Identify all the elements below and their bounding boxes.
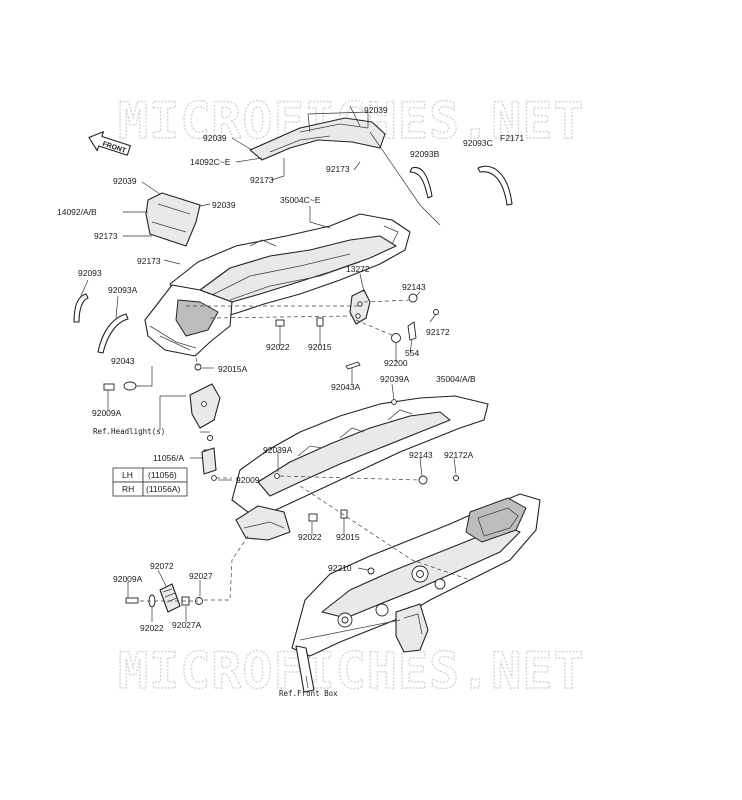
- leader-lines: [79, 105, 457, 689]
- bolt-92043a: [345, 361, 361, 370]
- label-14092c-e: 14092C~E: [190, 157, 231, 167]
- watermark-bottom: MICROFICHES.NET: [118, 642, 585, 700]
- label-92173-d: 92173: [137, 256, 161, 266]
- label-92043a: 92043A: [331, 382, 361, 392]
- label-92039-l3: 92039: [212, 200, 236, 210]
- label-92093a: 92093A: [108, 285, 138, 295]
- collar-92027: [195, 597, 203, 605]
- hardware-bottom-left: [125, 583, 203, 613]
- screw-92039a-a: [391, 399, 397, 405]
- screw-92172a: [453, 475, 459, 481]
- bracket-11056: [201, 447, 217, 481]
- label-92143-a: 92143: [402, 282, 426, 292]
- trim-92093a: [97, 313, 129, 354]
- label-92027a: 92027A: [172, 620, 202, 630]
- label-14092ab: 14092/A/B: [57, 207, 97, 217]
- label-35004ab: 35004/A/B: [436, 374, 476, 384]
- figure-id: F2171: [500, 133, 524, 143]
- label-92022-b: 92022: [298, 532, 322, 542]
- label-13272: 13272: [346, 264, 370, 274]
- label-92200: 92200: [384, 358, 408, 368]
- table-row-rh-part: (11056A): [146, 484, 181, 494]
- label-92072: 92072: [150, 561, 174, 571]
- label-92039a-b: 92039A: [263, 445, 293, 455]
- bolt-92009: [211, 475, 217, 481]
- label-11056a: 11056/A: [153, 453, 184, 463]
- nut-92015a: [194, 363, 202, 371]
- screw-92172: [433, 309, 439, 315]
- headlight-housing: [144, 284, 233, 357]
- bolt-92009a-b: [125, 597, 139, 604]
- label-92015a: 92015A: [218, 364, 248, 374]
- clip-92022-a: [275, 319, 285, 327]
- table-row-lh-part: (11056): [148, 470, 177, 480]
- label-92093b: 92093B: [410, 149, 440, 159]
- label-92027: 92027: [189, 571, 213, 581]
- nut-92015-a: [316, 317, 324, 327]
- label-92009a-b: 92009A: [113, 574, 143, 584]
- label-92173-a: 92173: [250, 175, 274, 185]
- label-92172: 92172: [426, 327, 450, 337]
- label-92022-c: 92022: [140, 623, 164, 633]
- label-554: 554: [405, 348, 419, 358]
- label-92039-top: 92039: [364, 105, 388, 115]
- label-92009: 92009: [236, 475, 260, 485]
- washer-92200: [391, 333, 401, 343]
- label-92093c: 92093C: [463, 138, 493, 148]
- bracket-13272: [349, 289, 371, 325]
- label-92143-b: 92143: [409, 450, 433, 460]
- label-92039-left: 92039: [203, 133, 227, 143]
- grommet-554: [407, 321, 417, 341]
- label-92039-l2: 92039: [113, 176, 137, 186]
- washer-92143-b: [418, 475, 428, 485]
- label-92173-b: 92173: [326, 164, 350, 174]
- label-92210: 92210: [328, 563, 352, 573]
- label-92009a-a: 92009A: [92, 408, 122, 418]
- label-92173-c: 92173: [94, 231, 118, 241]
- label-92043: 92043: [111, 356, 135, 366]
- trim-side-left: [145, 192, 201, 247]
- label-92039a-a: 92039A: [380, 374, 410, 384]
- label-92093: 92093: [78, 268, 102, 278]
- label-ref-front-box: Ref.Front Box: [279, 689, 338, 698]
- front-box: [291, 493, 541, 693]
- trim-92093b: [409, 166, 433, 199]
- clip-92022-b: [308, 513, 318, 522]
- alignment-lines: [140, 299, 471, 602]
- trim-92093c: [477, 165, 513, 206]
- label-92022-a: 92022: [266, 342, 290, 352]
- label-ref-headlight: Ref.Headlight(s): [93, 427, 165, 436]
- label-92015-b: 92015: [336, 532, 360, 542]
- washer-92143-a: [408, 293, 418, 303]
- trim-strip-upper: [249, 117, 441, 226]
- nut-92210: [367, 567, 375, 575]
- label-92172a: 92172A: [444, 450, 474, 460]
- label-35004c-e: 35004C~E: [280, 195, 321, 205]
- trim-92093: [73, 293, 89, 323]
- label-92015-a: 92015: [308, 342, 332, 352]
- side-table: LH (11056) RH (11056A): [112, 467, 188, 497]
- part-labels: 92039 92039 14092C~E 92173 92173 92093B …: [57, 105, 493, 698]
- lower-cowl: [231, 395, 489, 541]
- table-row-lh-side: LH: [122, 470, 133, 480]
- bolt-92043: [103, 381, 137, 391]
- table-row-rh-side: RH: [122, 484, 134, 494]
- screw-92039a-b: [274, 473, 280, 479]
